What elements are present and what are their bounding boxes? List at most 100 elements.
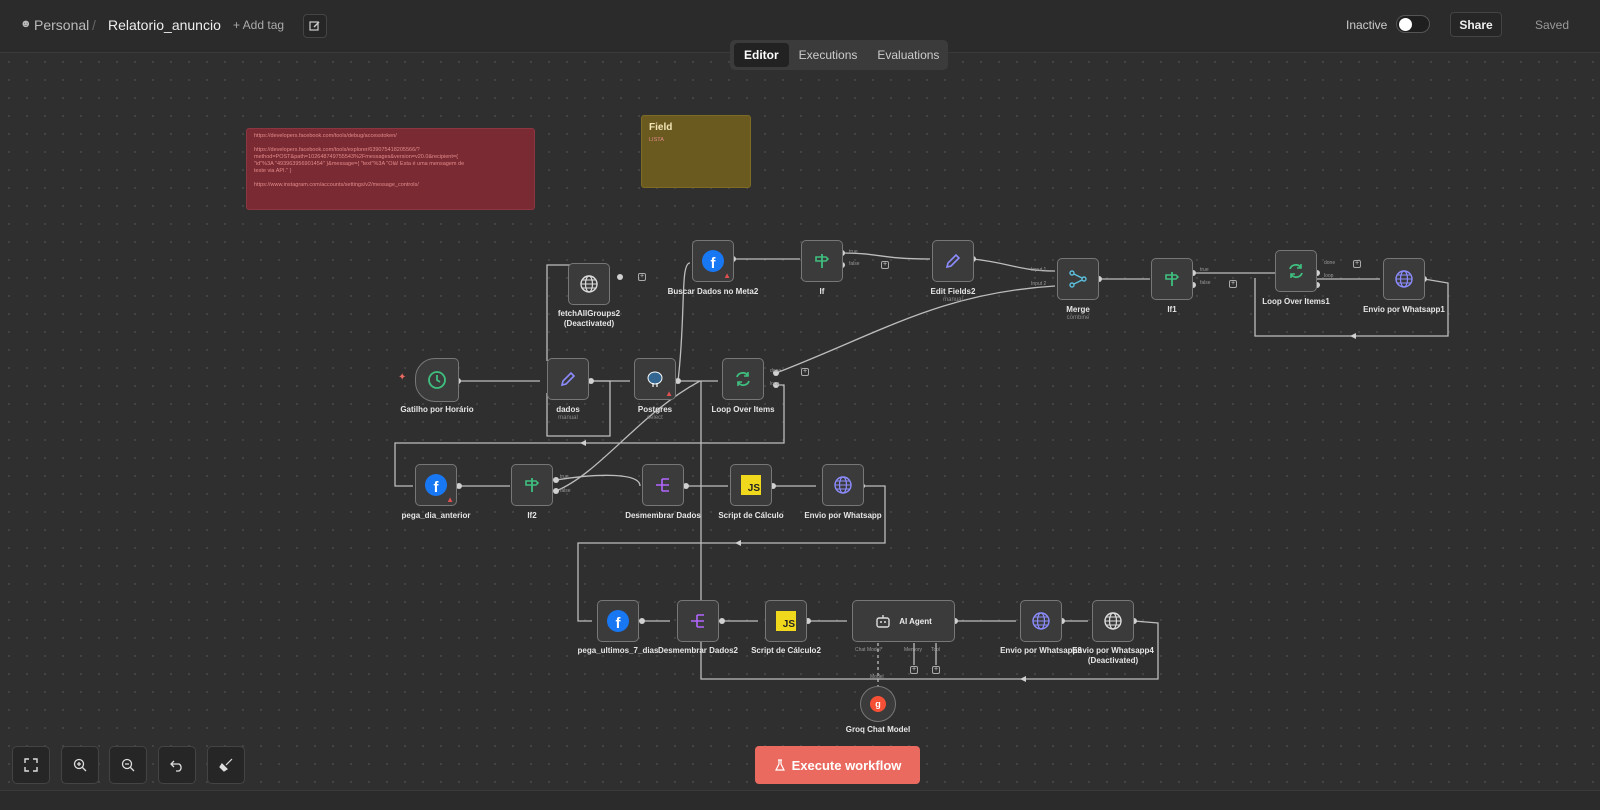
node-desmembrar-dados2[interactable]	[677, 600, 719, 642]
node-if[interactable]	[801, 240, 843, 282]
node-if2[interactable]	[511, 464, 553, 506]
sticky-line: "id"%3A "493963956901454" }&message={ "t…	[254, 161, 465, 167]
node-label: Edit Fields2	[930, 287, 976, 296]
bottom-bar	[0, 790, 1600, 810]
node-sublabel: manual	[943, 297, 963, 303]
node-script-calculo[interactable]: JS	[730, 464, 772, 506]
sticky-note-links[interactable]: https://developers.facebook.com/tools/de…	[246, 128, 535, 210]
node-label: Buscar Dados no Meta2	[667, 287, 759, 296]
share-button[interactable]: Share	[1450, 12, 1502, 37]
port-label: loop	[1324, 273, 1334, 279]
node-buscar-dados-meta[interactable]: f▲	[692, 240, 734, 282]
node-fetch-all-groups[interactable]	[568, 263, 610, 305]
sticky-line: https://developers.facebook.com/tools/de…	[254, 133, 397, 139]
node-sublabel: (Deactivated)	[1087, 656, 1139, 665]
fit-view-icon	[24, 758, 38, 772]
add-node-plus[interactable]: +	[801, 368, 809, 376]
facebook-icon: f	[702, 250, 724, 272]
node-label: Envio por Whatsapp1	[1363, 305, 1445, 314]
node-label: Loop Over Items	[711, 405, 775, 414]
elephant-icon	[647, 371, 663, 387]
globe-icon	[580, 275, 598, 293]
node-label: Envio por Whatsapp3	[1000, 646, 1082, 655]
port-label: false	[560, 488, 571, 494]
execute-label: Execute workflow	[791, 757, 902, 773]
loop-icon	[736, 371, 750, 387]
connection	[546, 380, 611, 437]
node-envio-whatsapp1[interactable]	[1383, 258, 1425, 300]
zoom-in-button[interactable]	[61, 746, 99, 784]
node-label: Gatilho por Horário	[400, 405, 474, 414]
loop-icon	[1289, 263, 1303, 279]
signpost-icon	[815, 254, 830, 268]
workspace-link[interactable]: Personal	[34, 17, 90, 33]
execute-workflow-button[interactable]: Execute workflow	[755, 746, 920, 784]
node-label: Envio por Whatsapp4	[1072, 646, 1154, 655]
user-icon: ☻	[20, 18, 32, 30]
workflow-canvas[interactable]: https://developers.facebook.com/tools/de…	[0, 53, 1600, 790]
port-label: Model	[870, 674, 884, 680]
port-label: true	[849, 249, 858, 255]
node-script-calculo2[interactable]: JS	[765, 600, 807, 642]
node-loop-over-items[interactable]	[722, 358, 764, 400]
tidy-up-button[interactable]	[207, 746, 245, 784]
node-merge[interactable]	[1057, 258, 1099, 300]
node-envio-whatsapp4[interactable]	[1092, 600, 1134, 642]
undo-button[interactable]	[158, 746, 196, 784]
port-label: loop	[770, 381, 780, 387]
edit-description-button[interactable]	[303, 14, 327, 38]
tab-executions[interactable]: Executions	[798, 48, 858, 62]
fit-view-button[interactable]	[12, 746, 50, 784]
node-if1[interactable]	[1151, 258, 1193, 300]
node-label: If2	[527, 511, 537, 520]
node-postgres[interactable]: ▲	[634, 358, 676, 400]
port-label: Input 2	[1031, 281, 1047, 287]
undo-icon	[170, 760, 182, 772]
node-sublabel: select	[647, 415, 663, 421]
port-label: Tool	[931, 647, 941, 653]
node-edit-fields2[interactable]	[932, 240, 974, 282]
breadcrumb-separator: /	[92, 17, 96, 33]
tab-evaluations[interactable]: Evaluations	[877, 48, 940, 62]
node-envio-whatsapp3[interactable]	[1020, 600, 1062, 642]
node-desmembrar-dados[interactable]	[642, 464, 684, 506]
node-ai-agent[interactable]: AI Agent	[852, 600, 955, 642]
node-label: AI Agent	[899, 616, 932, 626]
facebook-icon: f	[425, 474, 447, 496]
sticky-line: https://developers.facebook.com/tools/ex…	[254, 147, 420, 153]
groq-icon: g	[870, 696, 886, 712]
add-tool-plus[interactable]: +	[932, 666, 940, 674]
add-node-plus[interactable]: +	[881, 261, 889, 269]
flask-icon	[774, 759, 785, 771]
sticky-note-field[interactable]: Field LISTA	[641, 115, 751, 188]
add-memory-plus[interactable]: +	[910, 666, 918, 674]
robot-icon	[876, 615, 890, 628]
add-node-plus[interactable]: +	[1229, 280, 1237, 288]
warning-icon: ▲	[665, 389, 673, 398]
node-pega-dia-anterior[interactable]: f▲	[415, 464, 457, 506]
signpost-icon	[525, 478, 540, 492]
active-toggle[interactable]	[1396, 15, 1430, 33]
node-label: dados	[556, 405, 580, 414]
node-dados[interactable]	[547, 358, 589, 400]
node-label: Envio por Whatsapp	[804, 511, 882, 520]
node-label: Merge	[1066, 305, 1090, 314]
port-label: false	[1200, 280, 1211, 286]
node-envio-whatsapp[interactable]	[822, 464, 864, 506]
node-label: If	[819, 287, 825, 296]
add-node-plus[interactable]: +	[638, 273, 646, 281]
sticky-line: https://www.instagram.com/accounts/setti…	[254, 182, 419, 188]
zoom-out-button[interactable]	[109, 746, 147, 784]
add-node-plus[interactable]: +	[1353, 260, 1361, 268]
node-pega-ultimos-7-dias[interactable]: f	[597, 600, 639, 642]
pencil-icon	[945, 253, 961, 269]
javascript-icon: JS	[776, 611, 796, 631]
workflow-name[interactable]: Relatorio_anuncio	[108, 17, 221, 33]
port-label: Chat Model*	[855, 647, 883, 653]
node-groq-chat-model[interactable]: g	[860, 686, 896, 722]
tab-editor[interactable]: Editor	[734, 43, 789, 67]
node-gatilho-horario[interactable]	[415, 358, 459, 402]
add-tag-button[interactable]: + Add tag	[233, 18, 285, 32]
node-loop-over-items1[interactable]	[1275, 250, 1317, 292]
signpost-icon	[1165, 272, 1180, 286]
